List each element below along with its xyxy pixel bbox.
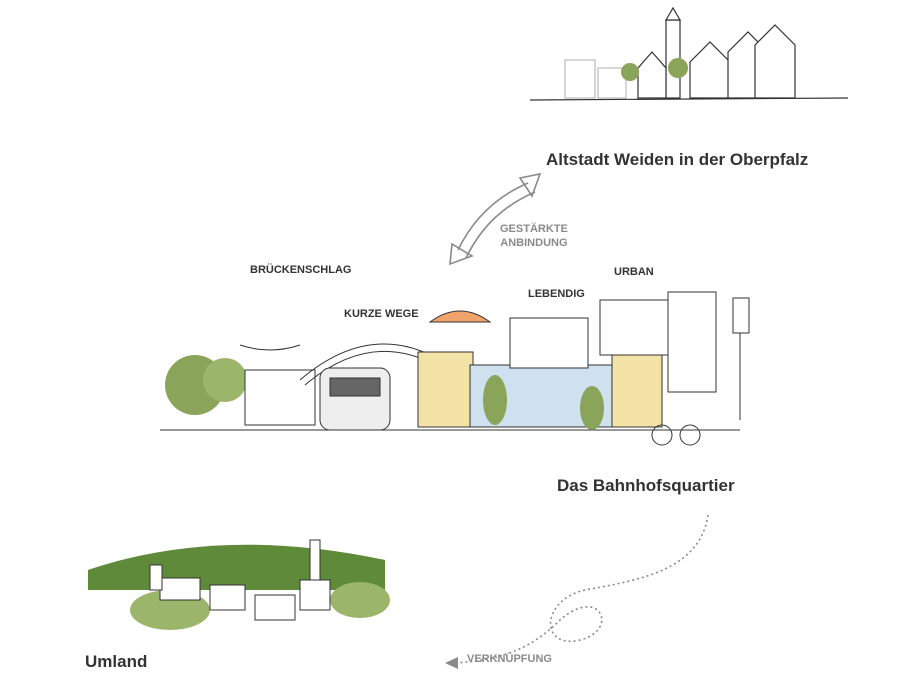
altstadt-skyline-illustration <box>529 6 849 101</box>
umland-illustration <box>88 539 390 630</box>
dotted-arrow-icon <box>445 514 709 669</box>
bahnhofsquartier-illustration <box>160 291 750 446</box>
bahnhofsquartier-label: Das Bahnhofsquartier <box>557 476 735 495</box>
kurze-wege-label: KURZE WEGE <box>344 308 419 320</box>
anbindung-line2: ANBINDUNG <box>500 237 568 249</box>
verknuepfung-label: VERKNÜPFUNG <box>467 653 552 665</box>
anbindung-line1: GESTÄRKTE <box>500 223 568 235</box>
umland-label: Umland <box>85 652 148 671</box>
altstadt-label: Altstadt Weiden in der Oberpfalz <box>546 150 809 169</box>
urban-label: URBAN <box>614 266 654 278</box>
lebendig-label: LEBENDIG <box>528 288 585 300</box>
brueckenschlag-label: BRÜCKENSCHLAG <box>250 264 352 276</box>
anbindung-label: GESTÄRKTE ANBINDUNG <box>500 222 568 250</box>
double-arrow-icon <box>449 172 542 266</box>
